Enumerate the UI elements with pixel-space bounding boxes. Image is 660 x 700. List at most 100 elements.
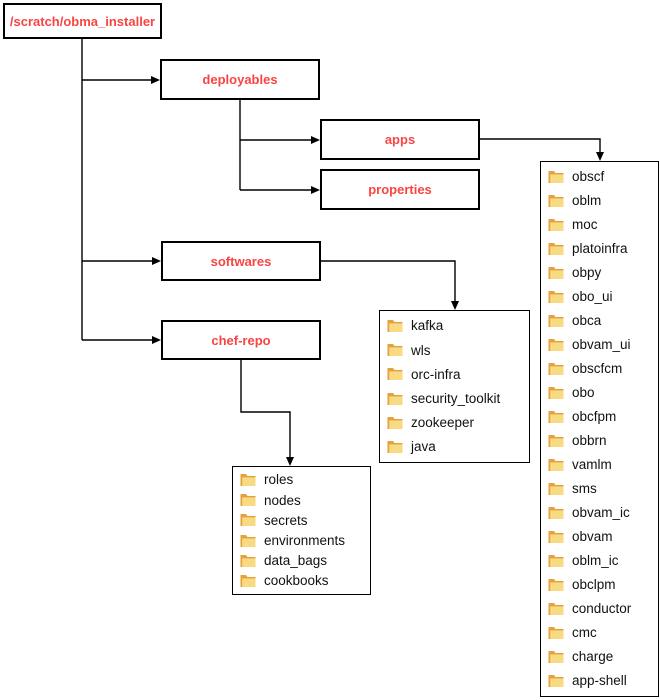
folder-name: zookeeper — [411, 415, 475, 431]
deployables-box: deployables — [160, 59, 320, 100]
folder-icon — [548, 459, 564, 471]
folder-icon — [548, 387, 564, 399]
folder-icon — [548, 651, 564, 663]
folder-name: obca — [572, 313, 602, 329]
folder-list-item: cmc — [541, 621, 658, 645]
folder-name: obpy — [572, 265, 602, 281]
folder-name: wls — [411, 342, 431, 358]
folder-name: nodes — [264, 492, 301, 508]
folder-list-item: obvam_ic — [541, 501, 658, 525]
arrow-into-chefrepo-folderlist — [286, 457, 294, 466]
root-directory-box: /scratch/obma_installer — [3, 3, 162, 39]
softwares-box: softwares — [161, 241, 321, 281]
folder-name: cmc — [572, 625, 597, 641]
arrowheads — [151, 76, 604, 466]
chef-repo-label: chef-repo — [211, 332, 271, 348]
folder-list-item: roles — [233, 470, 370, 490]
folder-list-item: obo_ui — [541, 285, 658, 309]
folder-name: obvam — [572, 529, 613, 545]
folder-name: kafka — [411, 318, 444, 334]
folder-list-item: sms — [541, 477, 658, 501]
link-chefrepo-folderlist — [240, 360, 291, 457]
folder-name: sms — [572, 481, 597, 497]
folder-name: oblm — [572, 193, 602, 209]
folder-list-item: conductor — [541, 597, 658, 621]
folder-icon — [548, 171, 564, 183]
folder-name: secrets — [264, 512, 308, 528]
folder-name: environments — [264, 532, 346, 548]
folder-name: roles — [264, 472, 294, 488]
folder-list-item: obcfpm — [541, 405, 658, 429]
folder-icon — [548, 243, 564, 255]
folder-name: vamlm — [572, 457, 612, 473]
folder-list-item: environments — [233, 531, 370, 551]
folder-list-item: secrets — [233, 510, 370, 530]
folder-icon — [548, 507, 564, 519]
softwares-label: softwares — [210, 253, 272, 269]
folder-list-item: obo — [541, 381, 658, 405]
folder-name: obvam_ic — [572, 505, 630, 521]
folder-icon — [548, 555, 564, 567]
folder-icon — [548, 195, 564, 207]
folder-list-item: zookeeper — [380, 411, 529, 435]
folder-name: obbrn — [572, 433, 607, 449]
link-apps-folderlist — [480, 138, 601, 152]
folder-icon — [387, 392, 403, 405]
deployables-label: deployables — [202, 72, 278, 87]
folder-list-item: orc-infra — [380, 362, 529, 386]
folder-icon — [548, 291, 564, 303]
folder-list-item: obclpm — [541, 573, 658, 597]
link-softwares-folderlist — [321, 260, 456, 301]
folder-list-item: nodes — [233, 490, 370, 510]
folder-name: conductor — [572, 601, 632, 617]
folder-list-item: security_toolkit — [380, 387, 529, 411]
arrow-into-deployables — [151, 76, 160, 84]
chef-repo-folder-list: roles nodes secrets — [232, 466, 371, 595]
folder-icon — [548, 627, 564, 639]
folder-icon — [387, 320, 403, 333]
properties-label: properties — [368, 182, 432, 197]
apps-label: apps — [384, 132, 416, 147]
folder-name: oblm_ic — [572, 553, 619, 569]
folder-name: obscfcm — [572, 361, 623, 377]
folder-list-item: obvam_ui — [541, 333, 658, 357]
folder-list-item: vamlm — [541, 453, 658, 477]
folder-name: obcfpm — [572, 409, 617, 425]
folder-name: obo_ui — [572, 289, 613, 305]
folder-icon — [548, 603, 564, 615]
folder-list-item: data_bags — [233, 551, 370, 571]
folder-list-item: cookbooks — [233, 571, 370, 591]
folder-list-item: moc — [541, 213, 658, 237]
folder-icon — [548, 675, 564, 687]
folder-icon — [240, 554, 256, 567]
chef-repo-box: chef-repo — [161, 320, 321, 360]
folder-name: orc-infra — [411, 366, 461, 382]
folder-list-item: obvam — [541, 525, 658, 549]
arrow-into-softwares — [152, 257, 161, 265]
apps-folder-list: obscf oblm moc — [540, 161, 659, 697]
folder-list-item: obca — [541, 309, 658, 333]
folder-name: java — [411, 439, 436, 455]
folder-icon — [240, 474, 256, 487]
arrow-into-properties — [311, 186, 320, 194]
folder-icon — [548, 411, 564, 423]
arrow-into-softwares-folderlist — [451, 301, 459, 310]
folder-icon — [548, 339, 564, 351]
folder-name: obscf — [572, 169, 605, 185]
folder-icon — [387, 368, 403, 381]
folder-icon — [548, 267, 564, 279]
arrow-into-chef-repo — [152, 336, 161, 344]
folder-list-item: kafka — [380, 314, 529, 338]
folder-list-item: wls — [380, 338, 529, 362]
folder-list-item: oblm — [541, 189, 658, 213]
folder-list-item: java — [380, 435, 529, 459]
folder-icon — [548, 315, 564, 327]
folder-icon — [548, 363, 564, 375]
folder-name: charge — [572, 649, 614, 665]
folder-list-item: obpy — [541, 261, 658, 285]
folder-icon — [240, 514, 256, 527]
folder-name: security_toolkit — [411, 390, 501, 406]
apps-box: apps — [320, 119, 480, 160]
